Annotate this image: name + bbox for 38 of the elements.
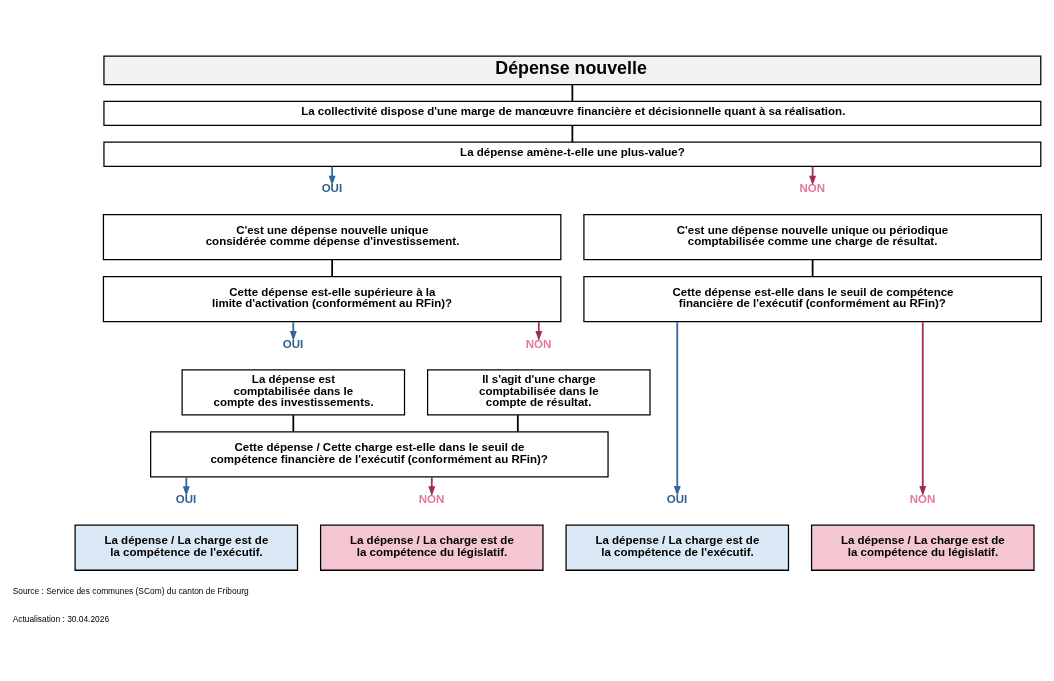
label: Source : Service des communes (SCom) du canton de Fribourg [12, 586, 249, 597]
node-box: Il s'agit d'une charge comptabilisée dans le compte de résultat. [426, 369, 651, 416]
connector [571, 125, 574, 144]
connector [811, 258, 814, 278]
node-box: Cette dépense est-elle dans le seuil de compétence financière de l'exécutif (conformément au RFin)? [583, 275, 1042, 323]
node-text: NON [418, 492, 445, 505]
node-box: La dépense / La charge est de la compétence de l'exécutif. [74, 524, 299, 571]
arrow [182, 476, 190, 497]
node-box: Cette dépense / Cette charge est-elle dans le seuil de compétence financière de l'exécutif (conformément au RFin)? [150, 431, 609, 478]
arrow [809, 165, 817, 186]
node-text: NON [799, 182, 826, 195]
arrow [328, 165, 336, 186]
arrow [673, 320, 681, 496]
node-box: La dépense / La charge est de la compétence de l'exécutif. [565, 524, 790, 571]
node-text: OUI [321, 182, 343, 195]
node-box: Cette dépense est-elle supérieure à la limite d'activation (conformément au RFin)? [102, 275, 562, 323]
node-box: C'est une dépense nouvelle unique considérée comme dépense d'investissement. [102, 214, 562, 261]
node-box: La dépense / La charge est de la compétence du législatif. [810, 524, 1035, 571]
node-text: NON [525, 337, 552, 350]
label: Actualisation : 30.04.2026 [12, 613, 110, 624]
node-text: OUI [666, 492, 688, 505]
connector [516, 414, 519, 433]
connector [571, 84, 574, 102]
connector [331, 258, 333, 278]
arrow [535, 320, 543, 341]
connector [292, 414, 295, 433]
node-text: OUI [282, 337, 304, 350]
arrow [289, 320, 297, 341]
node-text: NON [909, 492, 936, 505]
node-text: OUI [175, 492, 197, 505]
arrow [919, 320, 927, 496]
node-box: La dépense / La charge est de la compétence du législatif. [319, 524, 544, 571]
arrow [428, 476, 436, 497]
node-box: La dépense est comptabilisée dans le compte des investissements. [181, 369, 406, 416]
node-box: Dépense nouvelle [103, 55, 1042, 86]
node-box: C'est une dépense nouvelle unique ou périodique comptabilisée comme une charge de résultat. [583, 214, 1042, 261]
node-box: La dépense amène-t-elle une plus-value? [103, 141, 1042, 167]
node-box: La collectivité dispose d'une marge de manœuvre financière et décisionnelle quant à sa réalisation. [103, 100, 1042, 127]
